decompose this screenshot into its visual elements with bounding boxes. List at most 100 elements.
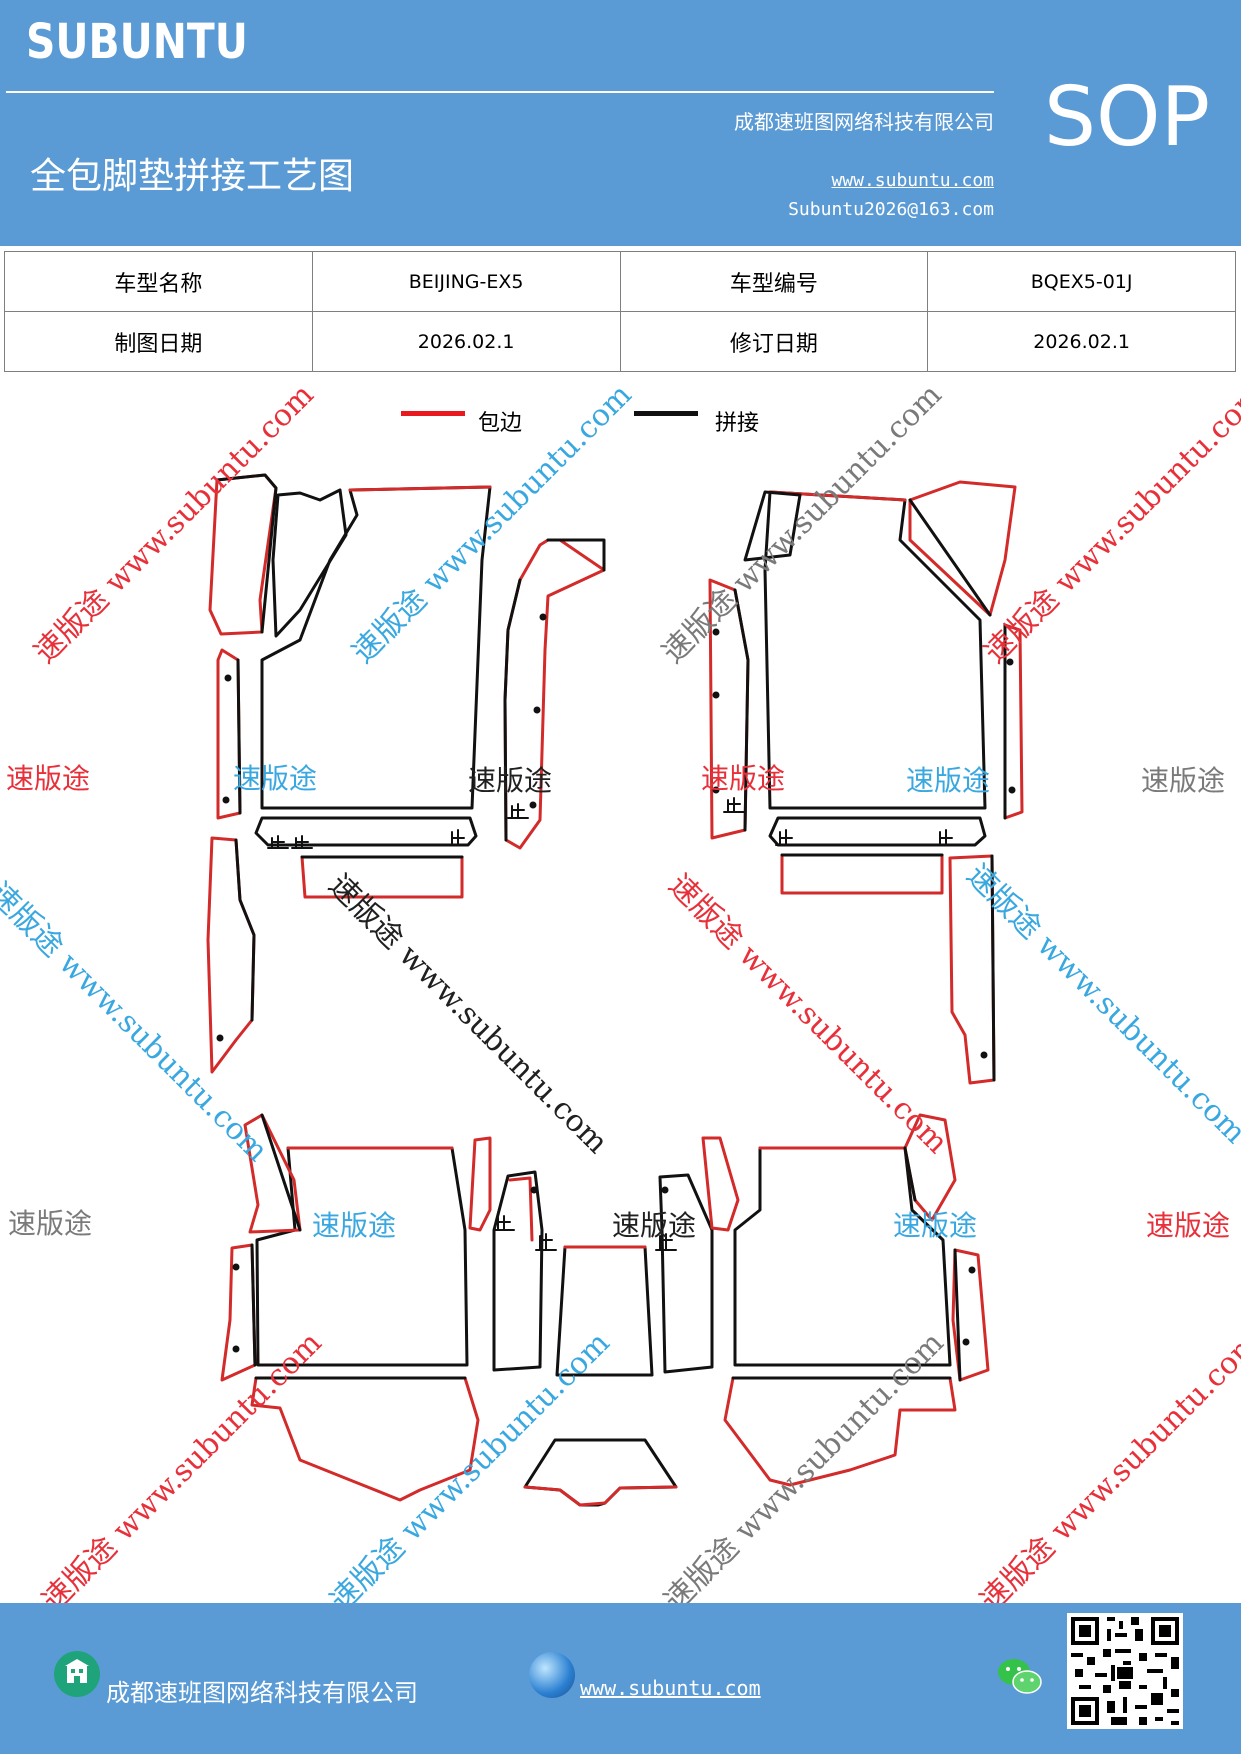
mat-piece <box>348 485 492 492</box>
table-row: 制图日期 2026.02.1 修订日期 2026.02.1 <box>4 311 1236 372</box>
table-cell: 2026.02.1 <box>311 311 621 372</box>
mat-piece <box>234 838 256 1022</box>
vehicle-info-table: 车型名称 BEIJING-EX5 车型编号 BQEX5-01J 制图日期 202… <box>4 251 1236 372</box>
watermark-text: 速版途 <box>468 764 553 797</box>
qr-code <box>1067 1613 1183 1729</box>
watermark-text: 速版途 <box>612 1209 697 1242</box>
mat-piece <box>523 1438 678 1507</box>
fixing-dot <box>712 691 720 699</box>
watermark-text: 速版途 <box>312 1209 397 1242</box>
watermark-text: 速版途 <box>6 762 91 795</box>
fixing-dot <box>224 674 232 682</box>
joint-marker <box>655 1233 677 1251</box>
fixing-dot <box>968 1266 976 1274</box>
legend-black-line <box>634 411 698 416</box>
table-cell: 车型名称 <box>4 251 313 312</box>
mat-piece <box>236 658 242 815</box>
mat-piece <box>250 1243 257 1367</box>
mat-piece <box>216 648 242 820</box>
fixing-dot <box>539 613 547 621</box>
fixing-dot <box>962 1338 970 1346</box>
header-banner: SUBUNTU 成都速班图网络科技有限公司 全包脚垫拼接工艺图 www.subu… <box>0 0 1241 246</box>
table-row: 车型名称 BEIJING-EX5 车型编号 BQEX5-01J <box>4 251 1236 312</box>
watermark-text: 速版途 <box>1146 1209 1231 1242</box>
mat-piece <box>523 1485 678 1507</box>
legend-red-line <box>401 411 465 416</box>
joint-marker <box>291 835 313 849</box>
mat-piece <box>763 490 987 810</box>
mat-piece <box>768 816 987 847</box>
mat-piece <box>508 1176 534 1242</box>
table-cell: 2026.02.1 <box>927 311 1236 372</box>
joint-marker <box>447 829 469 846</box>
mat-piece <box>701 1136 740 1232</box>
fixing-dot <box>232 1345 240 1353</box>
mat-piece <box>743 490 802 562</box>
mat-piece <box>990 854 996 1082</box>
mat-piece <box>733 1146 952 1367</box>
fixing-dot <box>529 801 537 809</box>
fixing-dot <box>712 628 720 636</box>
footer-website-link[interactable]: www.subuntu.com <box>580 1676 761 1700</box>
mat-piece <box>908 498 992 617</box>
legend-black-label: 拼接 <box>715 411 760 436</box>
mat-piece <box>953 1248 962 1382</box>
header-divider <box>6 91 994 93</box>
table-cell: 制图日期 <box>4 311 313 372</box>
mat-piece <box>658 1173 714 1374</box>
table-cell: BEIJING-EX5 <box>311 251 621 312</box>
table-cell: BQEX5-01J <box>927 251 1236 312</box>
joint-marker <box>493 1215 515 1231</box>
joint-marker <box>535 1233 557 1251</box>
footer-banner: 成都速班图网络科技有限公司 www.subuntu.com <box>0 1603 1241 1754</box>
fixing-dot <box>216 1034 224 1042</box>
table-cell: 修订日期 <box>619 311 929 372</box>
joint-marker <box>267 835 289 849</box>
mat-piece <box>503 578 522 842</box>
globe-icon <box>529 1652 575 1698</box>
fixing-dot <box>533 706 541 714</box>
mat-piece <box>780 853 944 895</box>
header-email: Subuntu2026@163.com <box>788 199 994 220</box>
mat-diagram <box>206 473 1024 1507</box>
mat-piece <box>492 1170 544 1372</box>
fixing-dot <box>661 1186 669 1194</box>
fixing-dot <box>232 1263 240 1271</box>
mat-piece <box>951 1248 990 1382</box>
mat-piece <box>254 816 478 847</box>
watermark-text: 速版途 <box>233 762 318 795</box>
fixing-dot <box>530 1186 538 1194</box>
mat-piece <box>908 480 1017 617</box>
watermark-text: 速版途 <box>8 1207 93 1240</box>
brand-logo: SUBUNTU <box>26 14 248 70</box>
mat-piece <box>733 588 750 832</box>
table-cell: 车型编号 <box>619 251 929 312</box>
legend-red-label: 包边 <box>478 411 523 436</box>
joint-marker <box>775 829 797 846</box>
joint-marker <box>507 803 529 819</box>
fixing-dot <box>980 1051 988 1059</box>
fixing-dot <box>222 796 230 804</box>
watermark-text: 速版途 <box>893 1209 978 1242</box>
joint-marker <box>723 797 745 813</box>
mat-piece <box>206 836 256 1074</box>
mat-piece <box>260 1113 302 1232</box>
fixing-dot <box>1008 786 1016 794</box>
mat-piece <box>903 1146 917 1202</box>
page-title: 全包脚垫拼接工艺图 <box>30 156 355 197</box>
joint-marker <box>935 829 957 846</box>
fixing-dot <box>712 786 720 794</box>
sop-badge: SOP <box>1044 70 1211 165</box>
building-icon <box>54 1651 100 1697</box>
footer-company: 成都速班图网络科技有限公司 <box>106 1679 418 1707</box>
header-website-link[interactable]: www.subuntu.com <box>831 170 994 191</box>
watermark-text: 速版途 <box>701 762 786 795</box>
mat-piece <box>220 1243 257 1382</box>
mat-piece <box>723 1376 957 1487</box>
wechat-icon[interactable] <box>996 1655 1044 1699</box>
watermark-text: 速版途 <box>906 764 991 797</box>
mat-piece <box>215 473 278 634</box>
mat-piece <box>468 1136 492 1232</box>
watermark-text: 速版途 <box>1141 764 1226 797</box>
mat-piece <box>260 485 492 810</box>
